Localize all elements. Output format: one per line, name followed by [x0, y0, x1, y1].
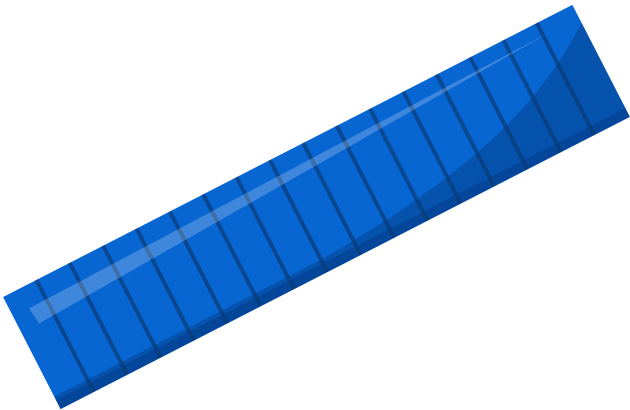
ruler-tick: [168, 210, 230, 325]
ruler-tick: [434, 73, 497, 188]
ruler-shade: [54, 22, 630, 410]
ruler-tick: [368, 107, 430, 222]
ruler-tick: [468, 56, 530, 171]
ruler-tick: [268, 159, 330, 274]
ruler-highlight: [29, 30, 553, 324]
ruler-body: [3, 4, 630, 410]
ruler-tick: [67, 261, 130, 376]
ruler-tick: [234, 176, 296, 291]
ruler-tick: [301, 141, 363, 256]
ruler-tick: [134, 227, 196, 342]
ruler-ticks: [34, 22, 597, 393]
ruler-tick: [101, 244, 163, 359]
ruler-tick: [535, 22, 597, 137]
ruler-tick: [501, 39, 563, 154]
ruler-bottom-edge: [55, 107, 630, 410]
ruler-tick: [201, 193, 263, 308]
ruler-tick: [334, 124, 396, 239]
ruler-tick: [401, 90, 463, 205]
ruler-tick: [34, 278, 96, 393]
